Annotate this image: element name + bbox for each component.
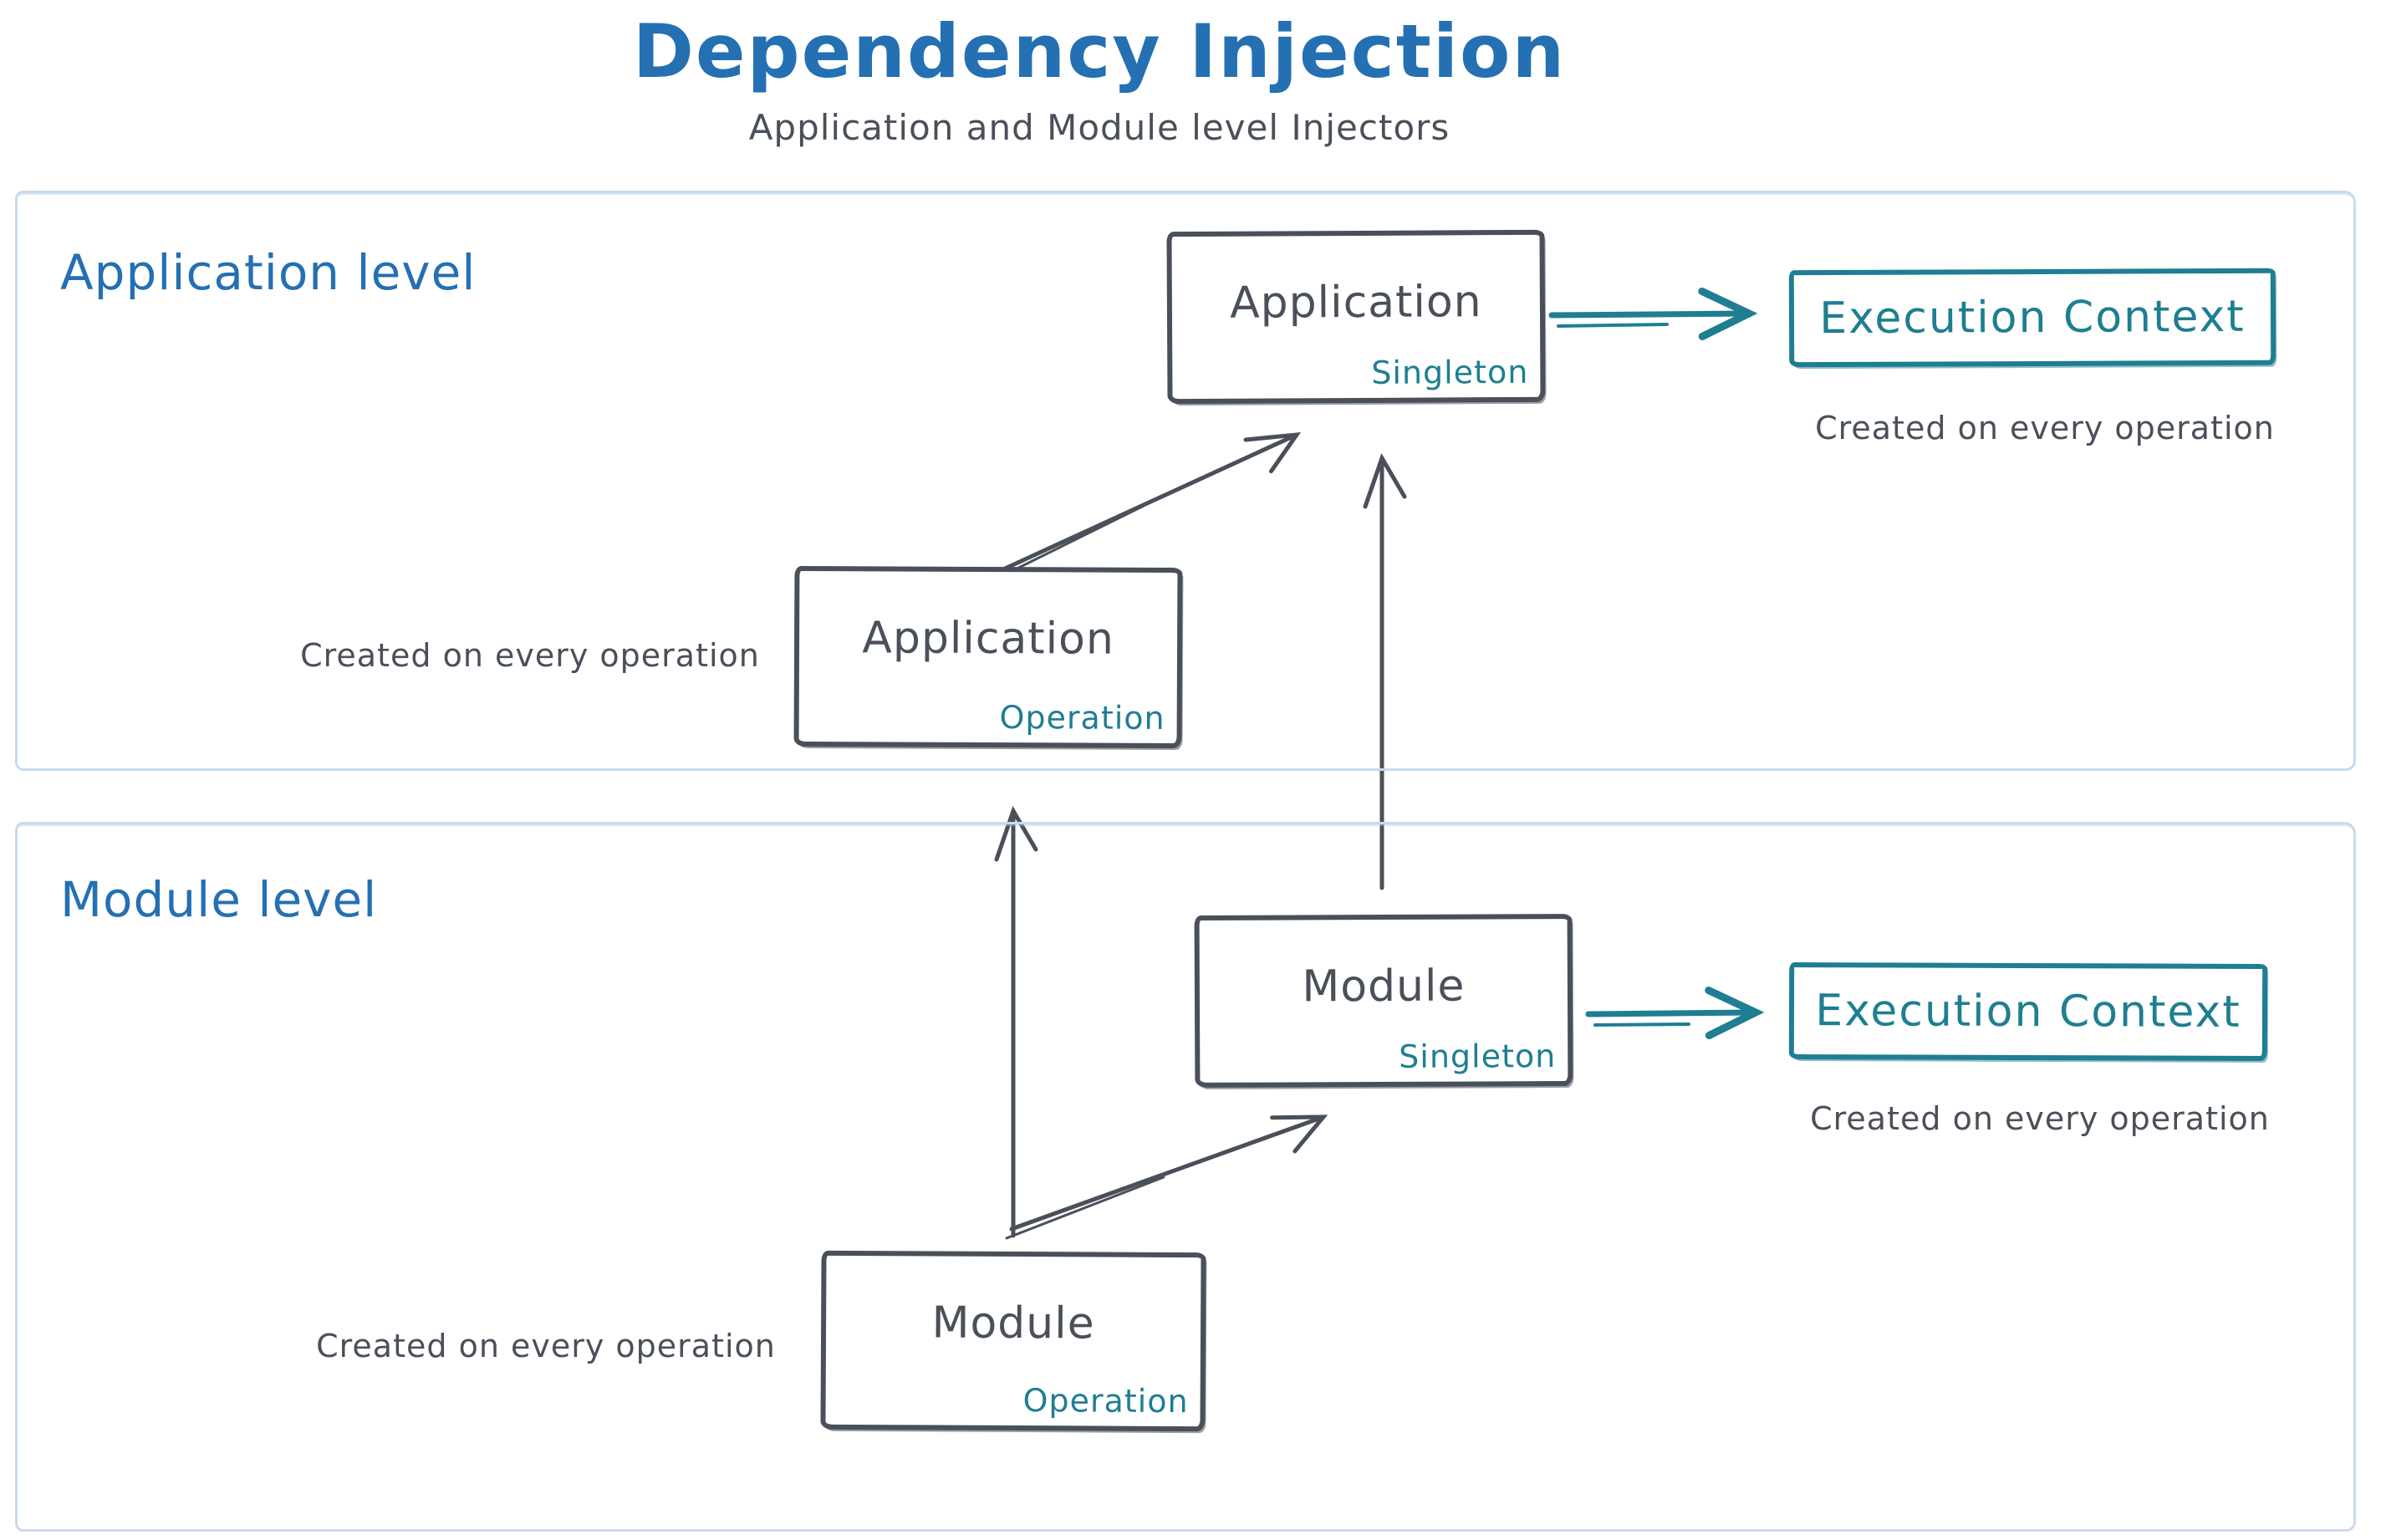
- box-application-singleton-tag: Singleton: [1371, 353, 1529, 391]
- section-heading-application: Application level: [60, 244, 477, 301]
- box-module-operation-tag: Operation: [1022, 1382, 1189, 1420]
- execution-context-module-label: Execution Context: [1815, 986, 2241, 1038]
- box-application-singleton: Application Singleton: [1166, 229, 1546, 405]
- box-module-singleton-title: Module: [1302, 961, 1466, 1012]
- box-application-operation: Application Operation: [793, 565, 1183, 749]
- section-module-level: [15, 822, 2356, 1532]
- page-title: Dependency Injection: [632, 8, 1567, 94]
- box-module-singleton-tag: Singleton: [1399, 1038, 1557, 1075]
- section-application-level: [15, 191, 2356, 771]
- box-module-operation: Module Operation: [820, 1250, 1206, 1432]
- caption-module-execution: Created on every operation: [1810, 1100, 2270, 1137]
- box-execution-context-application: Execution Context: [1788, 268, 2276, 368]
- box-application-operation-tag: Operation: [999, 699, 1165, 737]
- box-application-singleton-title: Application: [1229, 277, 1482, 329]
- execution-context-application-label: Execution Context: [1819, 291, 2246, 344]
- box-application-operation-title: Application: [862, 613, 1114, 665]
- caption-module-operation: Created on every operation: [316, 1328, 776, 1364]
- page-subtitle: Application and Module level Injectors: [748, 107, 1450, 148]
- box-execution-context-module: Execution Context: [1788, 962, 2268, 1061]
- caption-application-execution: Created on every operation: [1815, 410, 2275, 446]
- section-heading-module: Module level: [60, 871, 378, 928]
- box-module-operation-title: Module: [931, 1298, 1095, 1349]
- box-module-singleton: Module Singleton: [1194, 914, 1573, 1088]
- caption-application-operation: Created on every operation: [300, 637, 760, 674]
